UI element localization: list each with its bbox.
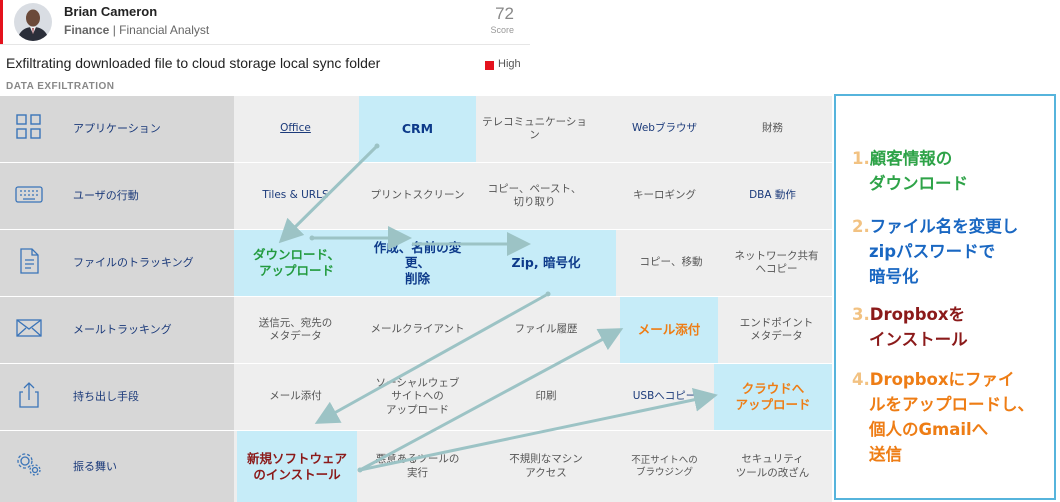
cell-malicious-browsing: 不正サイトへの ブラウジング <box>631 454 698 478</box>
alert-category: DATA EXFILTRATION <box>6 81 115 92</box>
cell-web-browser: Webブラウザ <box>632 122 697 135</box>
cell-security-tamper: セキュリティ ツールの改ざん <box>735 453 810 479</box>
alert-card-header: Brian Cameron Finance | Financial Analys… <box>0 0 530 96</box>
cell-cloud-upload: クラウドへ アップロード <box>714 364 832 430</box>
alert-title[interactable]: Exfiltrating downloaded file to cloud st… <box>6 55 381 71</box>
cell-social-upload: ソーシャルウェブ サイトへの アップロード <box>375 377 460 416</box>
row-label: 持ち出し手段 <box>73 390 139 403</box>
cell-tiles-urls: Tiles & URLS <box>262 189 329 202</box>
risk-score-label: Score <box>490 25 514 35</box>
keyboard-icon <box>15 186 43 203</box>
severity-indicator <box>485 61 494 70</box>
cell-zip-encrypt: Zip, 暗号化 <box>476 230 616 296</box>
steps-panel: 1.顧客情報の ダウンロード 2.ファイル名を変更し zipパスワードで 暗号化… <box>834 94 1056 500</box>
cell-file-history: ファイル履歴 <box>514 323 578 336</box>
matrix-row-mail-tracking: メールトラッキング 送信元、宛先の メタデータ メールクライアント ファイル履歴… <box>0 297 832 364</box>
gears-icon <box>17 453 41 476</box>
share-icon <box>19 382 39 408</box>
matrix-row-applications: アプリケーション Office CRM テレコミュニケーション Webブラウザ … <box>0 96 832 163</box>
cell-print: 印刷 <box>535 390 557 403</box>
cell-copy-paste: コピー、ペースト、 切り取り <box>487 182 582 208</box>
cell-sender-metadata: 送信元、宛先の メタデータ <box>258 316 333 342</box>
cell-endpoint-metadata: エンドポイント メタデータ <box>739 316 814 342</box>
step-3: 3.Dropboxを インストール <box>852 305 968 349</box>
user-department: Finance <box>64 23 110 37</box>
cell-mail-attachment: メール添付 <box>620 297 718 363</box>
cell-create-rename-delete: 作成、名前の変更、 削除 <box>359 230 476 296</box>
avatar[interactable] <box>14 3 52 41</box>
activity-matrix: アプリケーション Office CRM テレコミュニケーション Webブラウザ … <box>0 96 832 502</box>
cell-print-screen: プリントスクリーン <box>370 189 465 202</box>
envelope-icon <box>16 319 42 337</box>
user-name[interactable]: Brian Cameron <box>64 4 158 19</box>
cell-download-upload: ダウンロード、 アップロード <box>234 230 359 296</box>
header-divider <box>0 44 530 45</box>
cell-mail-client: メールクライアント <box>370 323 465 336</box>
matrix-row-exfiltration-methods: 持ち出し手段 メール添付 ソーシャルウェブ サイトへの アップロード 印刷 US… <box>0 364 832 431</box>
cell-keylogging: キーロギング <box>633 189 696 202</box>
cell-finance: 財務 <box>762 122 783 135</box>
cell-crm: CRM <box>359 96 476 162</box>
matrix-row-user-actions: ユーザの行動 Tiles & URLS プリントスクリーン コピー、ペースト、 … <box>0 163 832 230</box>
role-separator: | <box>112 23 116 37</box>
row-header <box>0 163 234 229</box>
row-header <box>0 364 234 430</box>
severity-label: High <box>498 58 521 70</box>
step-1: 1.顧客情報の ダウンロード <box>852 149 968 193</box>
cell-dba-actions: DBA 動作 <box>749 189 796 202</box>
row-label: ファイルのトラッキング <box>73 256 194 269</box>
cell-network-share-copy: ネットワーク共有 へコピー <box>734 249 819 275</box>
document-icon <box>20 248 39 274</box>
risk-score-value: 72 <box>495 4 514 23</box>
row-label: メールトラッキング <box>73 323 172 336</box>
matrix-row-file-tracking: ファイルのトラッキング ダウンロード、 アップロード 作成、名前の変更、 削除 … <box>0 230 832 297</box>
cell-telecom: テレコミュニケーション <box>482 115 587 141</box>
cell-mail-attach-method: メール添付 <box>269 390 322 403</box>
cell-new-software-install: 新規ソフトウェア のインストール <box>237 431 357 502</box>
cell-usb-copy: USBへコピー <box>632 390 697 403</box>
step-2: 2.ファイル名を変更し zipパスワードで 暗号化 <box>852 217 1019 286</box>
row-label: 振る舞い <box>73 460 117 473</box>
cell-office[interactable]: Office <box>280 122 311 135</box>
cell-irregular-access: 不規則なマシン アクセス <box>509 453 583 479</box>
user-job-title: Financial Analyst <box>119 23 210 37</box>
step-4: 4.Dropboxにファイ ルをアップロードし、 個人のGmailへ 送信 <box>852 370 1034 464</box>
row-header <box>0 431 234 502</box>
user-role: Finance | Financial Analyst <box>64 23 209 37</box>
severity-accent-bar <box>0 0 3 44</box>
matrix-row-behavior: 振る舞い 新規ソフトウェア のインストール 悪意あるツールの 実行 不規則なマシ… <box>0 431 832 502</box>
grid-icon <box>16 114 41 139</box>
row-label: ユーザの行動 <box>73 189 139 202</box>
cell-copy-move: コピー、移動 <box>639 256 703 269</box>
cell-malicious-tool: 悪意あるツールの 実行 <box>375 453 460 479</box>
row-header <box>0 230 234 296</box>
row-label: アプリケーション <box>73 122 161 135</box>
row-header <box>0 297 234 363</box>
